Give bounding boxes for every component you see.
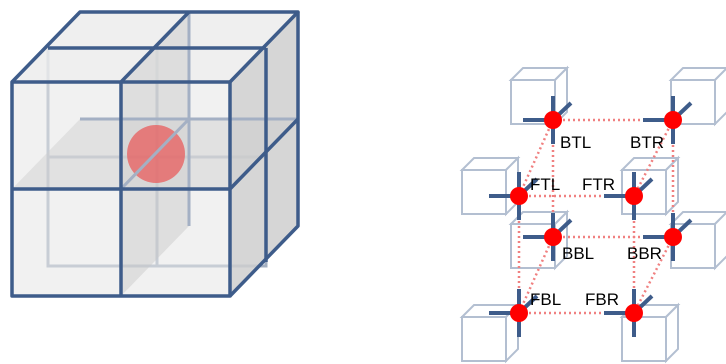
dotted-link-btr-ftr: [632, 119, 675, 197]
label-bbl: BBL: [562, 244, 594, 263]
ghost-cube-ftl: [459, 155, 521, 217]
dotted-link-bbl-fbl: [517, 236, 555, 314]
dotted-link-btl-ftl: [517, 119, 555, 197]
label-fbr: FBR: [585, 290, 619, 309]
corner-marker-fbl: [489, 289, 539, 337]
right-mid-diagonal: [228, 117, 300, 191]
marker-dot-icon: [664, 228, 682, 246]
label-bbr: BBR: [627, 244, 662, 263]
corner-marker-ftl: [489, 172, 539, 220]
cube-grid-figure: [10, 10, 300, 298]
ghost-cube-front: [621, 316, 667, 362]
corner-marker-bbl: [523, 213, 573, 261]
dotted-link-bbr-fbr: [632, 236, 675, 314]
marker-dot-icon: [625, 304, 643, 322]
label-ftl: FTL: [530, 175, 560, 194]
marker-dot-icon: [544, 111, 562, 129]
label-ftr: FTR: [582, 175, 615, 194]
corner-marker-ftr: [604, 172, 654, 220]
label-fbl: FBL: [530, 290, 561, 309]
ghost-cube-front: [461, 169, 507, 215]
label-btl: BTL: [560, 133, 591, 152]
outer-edges: [10, 10, 300, 298]
corner-labels-figure: BTL BTR FTL FTR BBL BBR FBL FBR: [459, 65, 726, 364]
inner-edge-diagonal-mid: [119, 117, 191, 191]
right-edges: [228, 12, 300, 298]
corner-markers: [489, 96, 693, 337]
label-btr: BTR: [630, 133, 664, 152]
ghost-cube-btl: [508, 65, 570, 127]
marker-dot-icon: [544, 228, 562, 246]
corner-marker-btr: [643, 96, 693, 144]
corner-marker-bbr: [643, 213, 693, 261]
marker-dot-icon: [510, 304, 528, 322]
corner-marker-fbr: [604, 289, 654, 337]
marker-dot-icon: [664, 111, 682, 129]
ghost-cube-front: [461, 316, 507, 362]
corner-marker-btl: [523, 96, 573, 144]
ghost-cubes: [459, 65, 726, 364]
marker-dot-icon: [625, 187, 643, 205]
marker-dot-icon: [510, 187, 528, 205]
